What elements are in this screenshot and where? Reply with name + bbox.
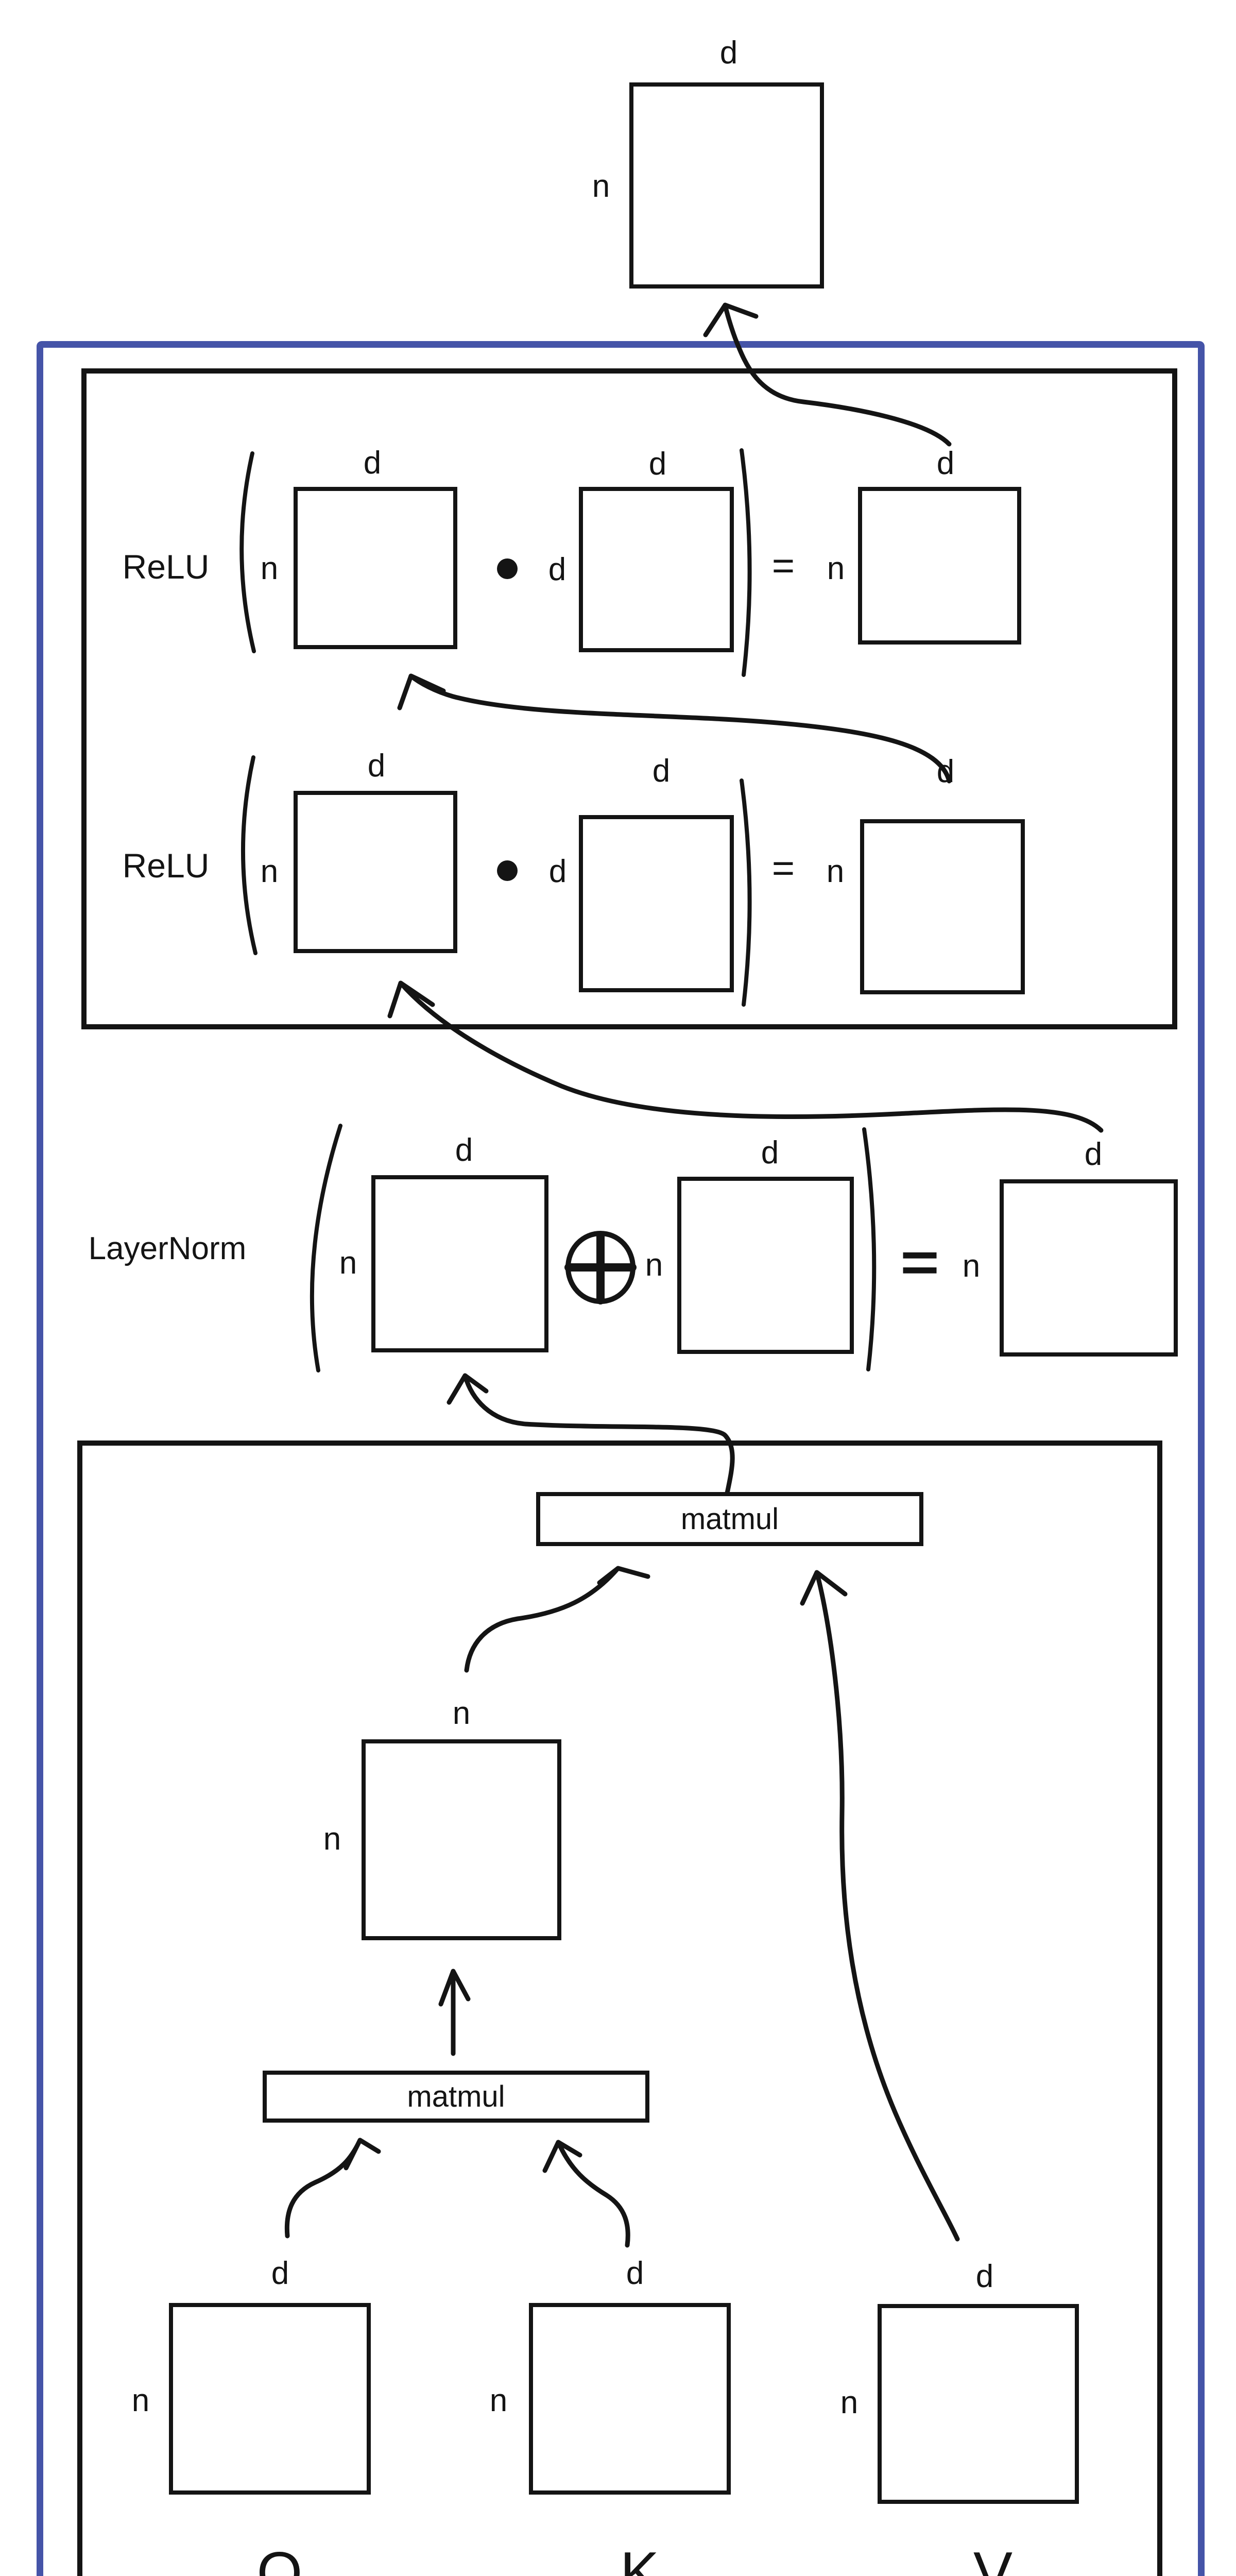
scores-n-left-label: n [323, 1821, 341, 1857]
layernorm-n-b-label: n [645, 1247, 663, 1283]
v-matrix [878, 2304, 1079, 2504]
q-matrix [169, 2303, 371, 2495]
relu2-input-matrix [294, 791, 457, 953]
relu1-result-matrix [858, 487, 1021, 645]
v-d-label: d [975, 2259, 994, 2294]
layernorm-input-matrix [371, 1175, 548, 1352]
relu2-weight-matrix [579, 815, 734, 992]
q-d-label: d [271, 2256, 289, 2291]
relu1-d-a-label: d [363, 445, 382, 481]
relu2-d-w-label: d [652, 753, 671, 789]
k-n-label: n [489, 2383, 508, 2418]
k-matrix [529, 2303, 731, 2495]
relu2-d-side-label: d [548, 854, 567, 889]
relu2-d-res-label: d [936, 754, 955, 789]
relu1-d-res-label: d [936, 446, 955, 481]
layernorm-d-a-label: d [455, 1132, 473, 1168]
relu2-op-label: ReLU [122, 846, 210, 885]
relu2-result-matrix [860, 819, 1025, 994]
layernorm-result-matrix [1000, 1179, 1178, 1357]
matmul-qk-label: matmul [407, 2080, 505, 2113]
layernorm-equals-sign: = [900, 1231, 939, 1293]
attention-scores-matrix [362, 1739, 561, 1940]
output-matrix [629, 82, 824, 289]
q-n-label: n [131, 2383, 150, 2418]
layernorm-residual-matrix [677, 1177, 854, 1354]
k-d-label: d [626, 2256, 644, 2291]
relu1-d-w-label: d [648, 446, 667, 482]
layernorm-d-b-label: d [761, 1135, 779, 1171]
layernorm-n-res-label: n [962, 1248, 981, 1284]
relu2-n-label: n [260, 854, 279, 889]
relu1-n-label: n [260, 551, 279, 586]
layernorm-op-label: LayerNorm [88, 1231, 247, 1266]
v-matrix-label: V [973, 2540, 1013, 2576]
v-n-label: n [840, 2385, 859, 2420]
relu1-op-label: ReLU [122, 548, 210, 586]
relu1-d-side-label: d [548, 552, 566, 587]
q-matrix-label: Q [256, 2540, 303, 2576]
relu2-d-a-label: d [367, 748, 386, 784]
relu1-input-matrix [294, 487, 457, 649]
relu1-weight-matrix [579, 487, 734, 652]
relu1-n-res-label: n [827, 551, 845, 586]
matmul-qk-box: matmul [263, 2071, 649, 2123]
matmul-av-label: matmul [680, 1502, 779, 1536]
relu2-n-res-label: n [826, 854, 845, 889]
output-dim-d-label: d [719, 35, 738, 71]
relu2-equals-sign: = [771, 846, 795, 890]
layernorm-n-a-label: n [339, 1245, 357, 1281]
relu1-equals-sign: = [771, 544, 795, 588]
k-matrix-label: K [620, 2540, 660, 2576]
output-dim-n-label: n [592, 168, 610, 204]
matmul-av-box: matmul [536, 1492, 923, 1546]
scores-n-top-label: n [452, 1696, 471, 1731]
layernorm-d-res-label: d [1084, 1137, 1103, 1172]
